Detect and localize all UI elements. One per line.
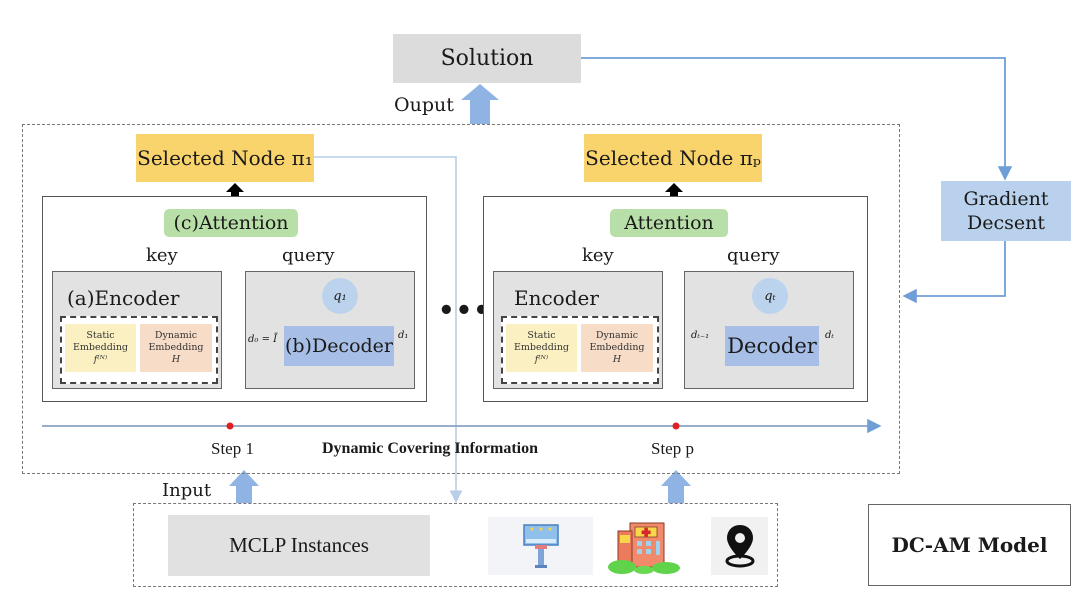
encoder-title-1: (a)Encoder <box>67 286 180 310</box>
decoder-panel-p: qₜ Decoder dₜ₋₁ dₜ <box>684 271 854 389</box>
embedding-group-p: Static Embedding f⁽ᴺ⁾ Dynamic Embedding … <box>501 316 659 384</box>
stepp-dot <box>672 422 680 430</box>
dynamic-embedding-line: Embedding <box>589 342 645 353</box>
selected-node-feedback-connector <box>314 156 463 504</box>
model-name-box: DC-AM Model <box>868 504 1071 586</box>
mclp-instances-box: MCLP Instances <box>168 515 430 576</box>
static-embedding-line: Static <box>86 330 115 341</box>
gradient-to-model-connector <box>902 241 1006 304</box>
dynamic-embedding-p: Dynamic Embedding H <box>581 324 653 372</box>
model-container <box>22 124 900 474</box>
static-embedding-symbol: f⁽ᴺ⁾ <box>93 354 108 365</box>
instances-container <box>133 503 778 587</box>
static-embedding-line: Embedding <box>72 342 129 353</box>
dynamic-embedding-symbol: H <box>612 354 622 365</box>
attention-block-1: (c)Attention <box>164 209 298 237</box>
input-arrow-step1 <box>229 470 259 503</box>
dynamic-embedding-line: Dynamic <box>154 330 198 341</box>
decoder-output-label-1: d₁ <box>398 330 409 341</box>
dynamic-embedding-1: Dynamic Embedding H <box>140 324 212 372</box>
step1-label: Step 1 <box>211 439 254 458</box>
billboard-icon <box>488 517 593 575</box>
input-label: Input <box>162 480 212 501</box>
dynamic-embedding-line: Dynamic <box>595 330 639 341</box>
dynamic-covering-information-label: Dynamic Covering Information <box>322 440 538 457</box>
gradient-descent-box: Gradient Decsent <box>941 181 1071 241</box>
decoder-input-label-p: dₜ₋₁ <box>691 330 710 341</box>
static-embedding-line: Embedding <box>513 342 570 353</box>
gradient-descent-line: Gradient <box>963 188 1049 210</box>
query-label-p: query <box>727 245 780 266</box>
input-arrow-stepp <box>661 470 691 503</box>
decoder-block-1: (b)Decoder <box>284 326 394 366</box>
static-embedding-symbol: f⁽ᴺ⁾ <box>534 354 549 365</box>
solution-box: Solution <box>393 34 581 83</box>
step1-dot <box>226 422 234 430</box>
dynamic-embedding-symbol: H <box>171 354 181 365</box>
key-label-1: key <box>146 245 178 266</box>
decoder-output-label-p: dₜ <box>825 330 834 341</box>
selected-node-1: Selected Node π₁ <box>136 134 314 182</box>
encoder-block-p: Encoder Static Embedding f⁽ᴺ⁾ Dynamic Em… <box>493 271 663 389</box>
attention-to-node-arrow-p <box>665 183 683 208</box>
location-pin-icon <box>711 517 768 575</box>
key-label-p: key <box>582 245 614 266</box>
decoder-panel-1: q₁ (b)Decoder d₀ = Ī d₁ <box>245 271 415 389</box>
query-label-1: query <box>282 245 335 266</box>
hospital-icon <box>598 517 690 575</box>
embedding-group-1: Static Embedding f⁽ᴺ⁾ Dynamic Embedding … <box>60 316 218 384</box>
stepp-label: Step p <box>651 439 694 458</box>
dynamic-embedding-line: Embedding <box>148 342 204 353</box>
encoder-block-1: (a)Encoder Static Embedding f⁽ᴺ⁾ Dynamic… <box>52 271 222 389</box>
gradient-descent-line: Decsent <box>967 212 1045 234</box>
decoder-input-label-1: d₀ = Ī <box>248 334 278 345</box>
ellipsis: ••• <box>438 296 491 326</box>
decoder-block-p: Decoder <box>725 326 819 366</box>
solution-to-gradient-connector <box>581 57 1013 181</box>
output-label: Ouput <box>394 94 454 116</box>
static-embedding-1: Static Embedding f⁽ᴺ⁾ <box>65 324 136 372</box>
static-embedding-p: Static Embedding f⁽ᴺ⁾ <box>506 324 577 372</box>
query-node-qt: qₜ <box>752 278 788 314</box>
output-arrow <box>461 84 499 124</box>
selected-node-p: Selected Node πₚ <box>584 134 762 182</box>
query-node-q1: q₁ <box>322 278 358 314</box>
attention-block-p: Attention <box>610 209 728 237</box>
static-embedding-line: Static <box>527 330 556 341</box>
attention-to-node-arrow-1 <box>226 183 244 208</box>
encoder-title-p: Encoder <box>514 286 599 310</box>
